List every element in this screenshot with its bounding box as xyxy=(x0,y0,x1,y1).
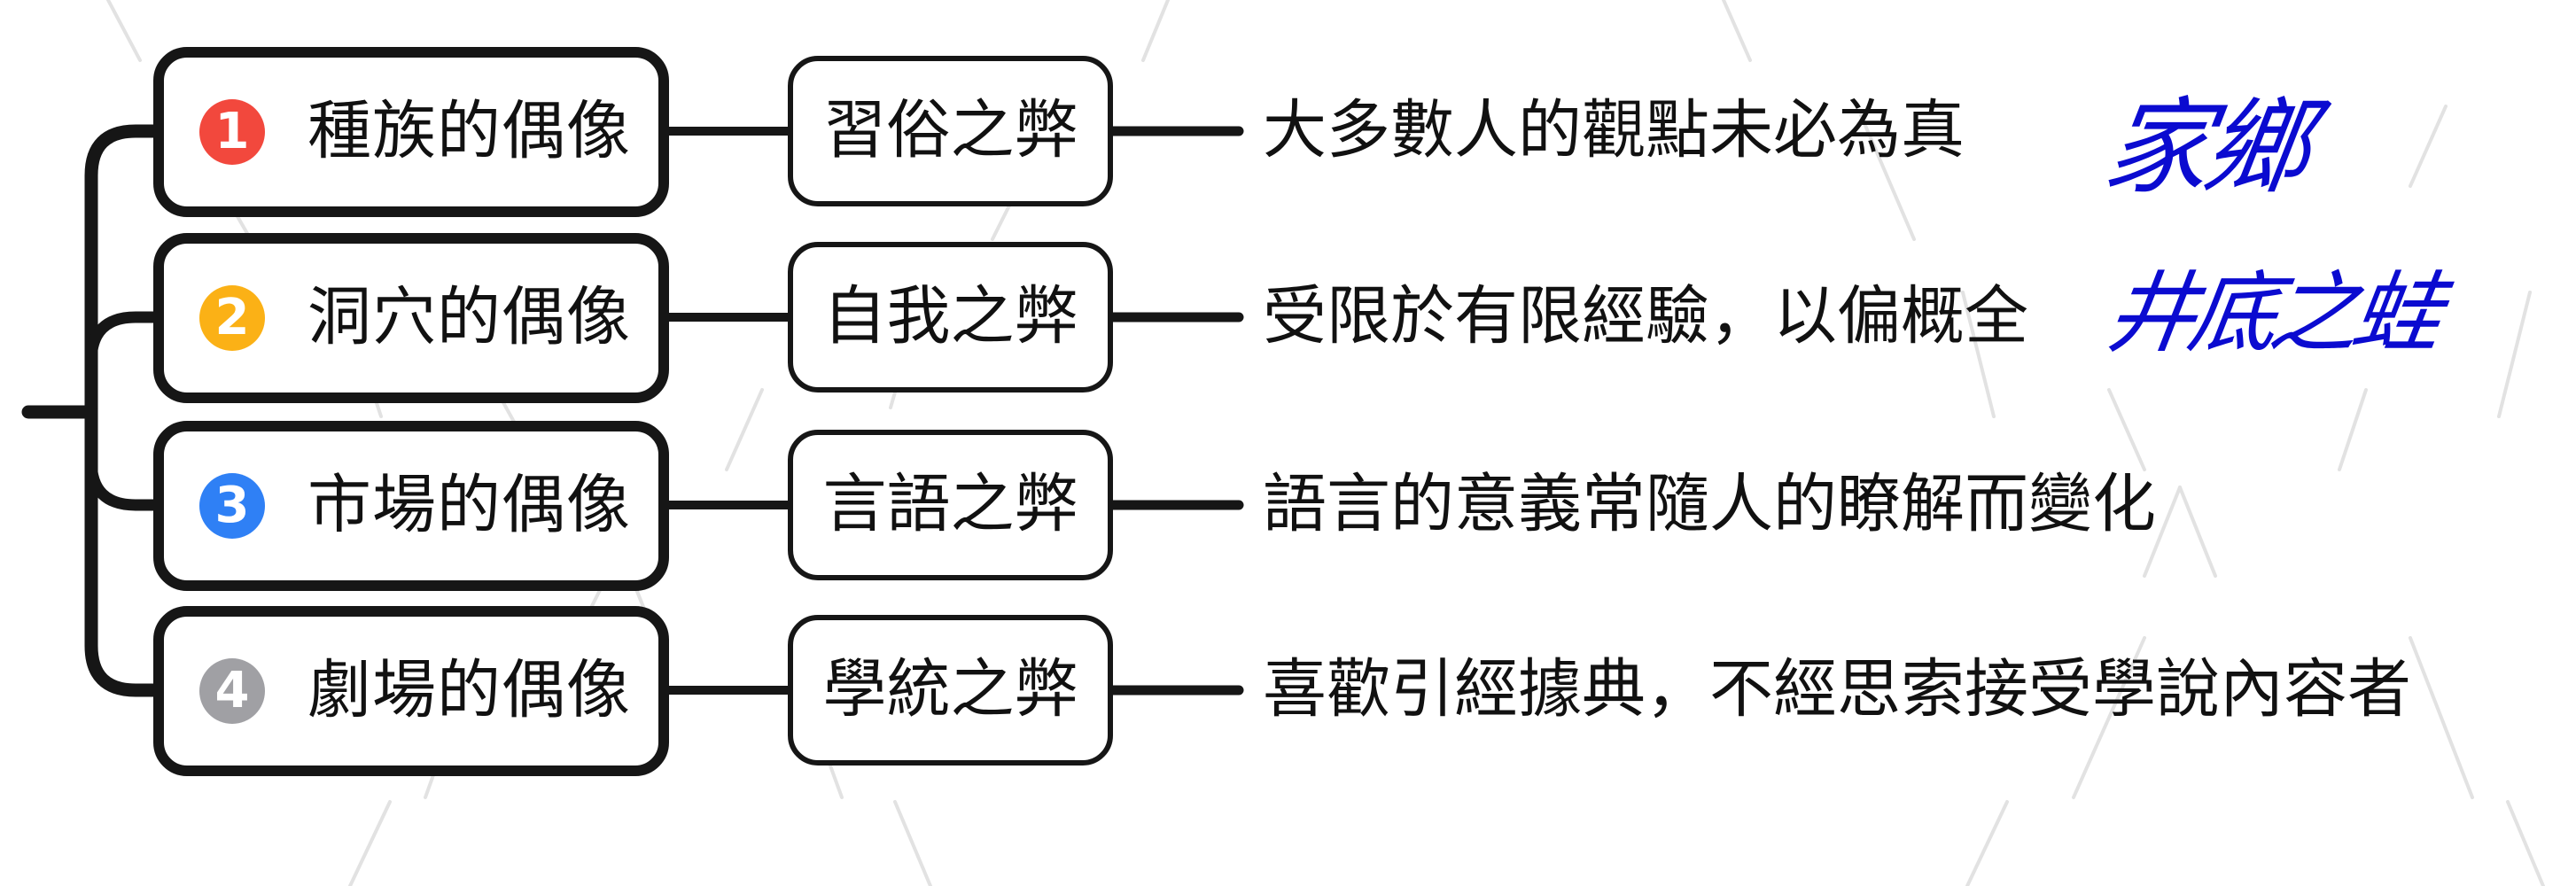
description-node-1[interactable]: 大多數人的觀點未必為真 xyxy=(1263,92,1965,167)
handwritten-note-2[interactable]: 井底之蛙 xyxy=(2100,261,2441,365)
idol-name: 洞穴的偶像 xyxy=(307,279,632,354)
flaw-node-1[interactable]: 習俗之弊 xyxy=(788,56,1113,206)
idol-name: 市場的偶像 xyxy=(307,467,632,542)
watermark-stroke xyxy=(893,800,932,886)
number-badge-icon: 2 xyxy=(199,285,265,351)
trunk-branch-2 xyxy=(85,311,162,368)
watermark-stroke xyxy=(1141,0,1170,62)
description-node-3[interactable]: 語言的意義常隨人的瞭解而變化 xyxy=(1263,466,2157,541)
watermark-stroke xyxy=(2409,636,2474,799)
handwritten-note-1[interactable]: 家鄉 xyxy=(2097,86,2314,208)
flaw-node-4[interactable]: 學統之弊 xyxy=(788,615,1113,766)
watermark-stroke xyxy=(2107,388,2146,471)
watermark-stroke xyxy=(348,800,392,886)
trunk-branch-4 xyxy=(84,405,163,697)
watermark-stroke xyxy=(2409,105,2448,188)
flaw-node-3[interactable]: 言語之弊 xyxy=(788,430,1113,580)
idol-name: 種族的偶像 xyxy=(307,93,632,168)
flaw-label: 言語之弊 xyxy=(822,466,1078,541)
description-node-4[interactable]: 喜歡引經據典，不經思索接受學說內容者 xyxy=(1263,651,2412,727)
watermark-stroke xyxy=(2178,486,2217,578)
watermark-stroke xyxy=(1961,291,1996,418)
trunk-branch-1 xyxy=(84,124,163,419)
flaw-node-2[interactable]: 自我之弊 xyxy=(788,242,1113,392)
watermark-stroke xyxy=(106,0,142,62)
watermark-stroke xyxy=(725,388,764,471)
idol-node-1[interactable]: 1 種族的偶像 xyxy=(153,47,669,217)
idol-node-4[interactable]: 4 劇場的偶像 xyxy=(153,606,669,776)
watermark-stroke xyxy=(2338,388,2368,471)
number-badge-icon: 3 xyxy=(199,473,265,539)
number-badge-icon: 1 xyxy=(199,99,265,165)
trunk-branch-3 xyxy=(85,455,162,511)
flaw-label: 學統之弊 xyxy=(822,651,1078,727)
watermark-stroke xyxy=(1722,0,1752,62)
flaw-label: 自我之弊 xyxy=(822,278,1078,354)
number-badge-icon: 4 xyxy=(199,658,265,724)
flaw-label: 習俗之弊 xyxy=(822,92,1078,167)
idol-node-2[interactable]: 2 洞穴的偶像 xyxy=(153,233,669,403)
idol-name: 劇場的偶像 xyxy=(307,652,632,727)
watermark-stroke xyxy=(1965,800,2009,886)
watermark-stroke xyxy=(2143,486,2182,578)
idol-node-3[interactable]: 3 市場的偶像 xyxy=(153,421,669,591)
watermark-stroke xyxy=(1859,113,1916,241)
description-node-2[interactable]: 受限於有限經驗，以偏概全 xyxy=(1263,278,2029,354)
watermark-stroke xyxy=(2497,291,2532,418)
watermark-stroke xyxy=(2506,800,2545,886)
watermark-stroke xyxy=(2072,636,2146,799)
